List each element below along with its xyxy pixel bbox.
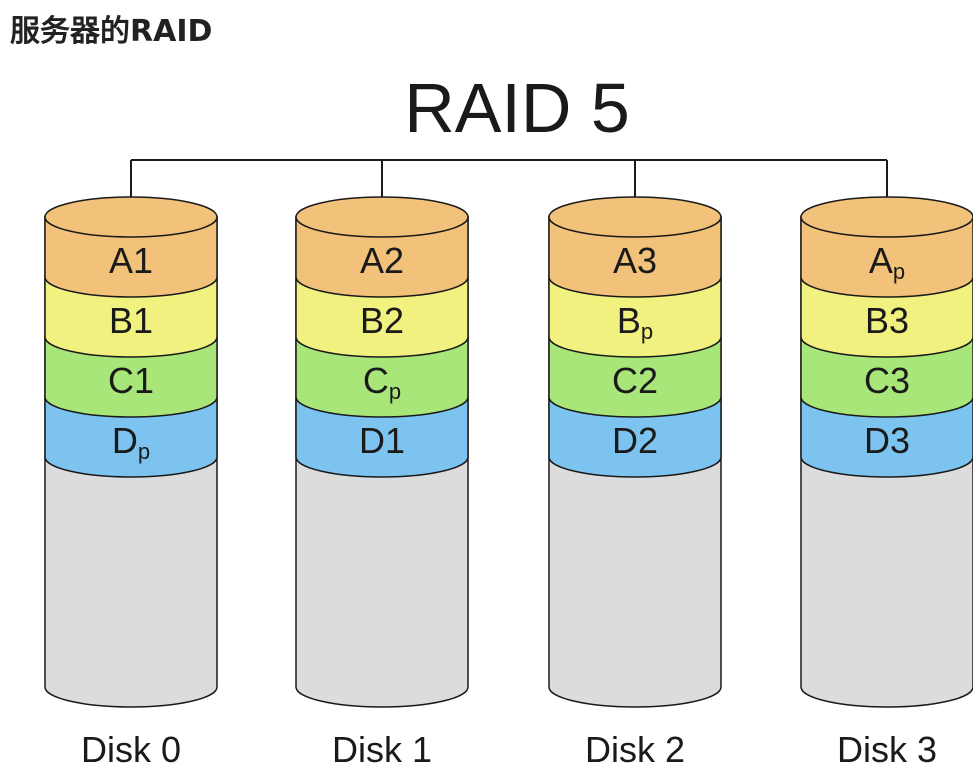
block-label: A2 [360,240,404,281]
block-label: Ap [869,240,905,284]
disk-band-d [548,396,722,478]
disk-band-a [44,216,218,298]
disk-band-d [44,396,218,478]
disk-top-cap [295,196,469,238]
block-label: D3 [864,420,910,461]
disk-band-c [548,336,722,418]
page-title: 服务器的RAID [10,14,213,49]
block-label: Cp [363,360,401,404]
disk-top-cap [548,196,722,238]
disk-label: Disk 2 [585,729,685,770]
block-label: Dp [112,420,150,464]
block-label: C2 [612,360,658,401]
disk-band-b [295,276,469,358]
block-label: D1 [359,420,405,461]
connector-lines [130,159,888,221]
block-label: D2 [612,420,658,461]
disk-band-a [295,216,469,298]
disk-band-c [800,336,973,418]
diagram-title: RAID 5 [404,69,630,147]
disk-band-d [800,396,973,478]
disk-top-cap [44,196,218,238]
block-label: A3 [613,240,657,281]
page-header: 服务器的RAID [0,0,973,62]
disk-band-d [295,396,469,478]
disk-band-b [548,276,722,358]
disk-label: Disk 1 [332,729,432,770]
disk-band-b [800,276,973,358]
disk-band-a [800,216,973,298]
disk-top-cap [800,196,973,238]
block-label: C1 [108,360,154,401]
block-label: B2 [360,300,404,341]
disk-label: Disk 0 [81,729,181,770]
block-label: B3 [865,300,909,341]
block-label: A1 [109,240,153,281]
disk-band-c [44,336,218,418]
disk-label: Disk 3 [837,729,937,770]
disk-band-c [295,336,469,418]
disk-band-a [548,216,722,298]
disk-band-b [44,276,218,358]
block-label: Bp [617,300,653,344]
block-label: B1 [109,300,153,341]
block-label: C3 [864,360,910,401]
